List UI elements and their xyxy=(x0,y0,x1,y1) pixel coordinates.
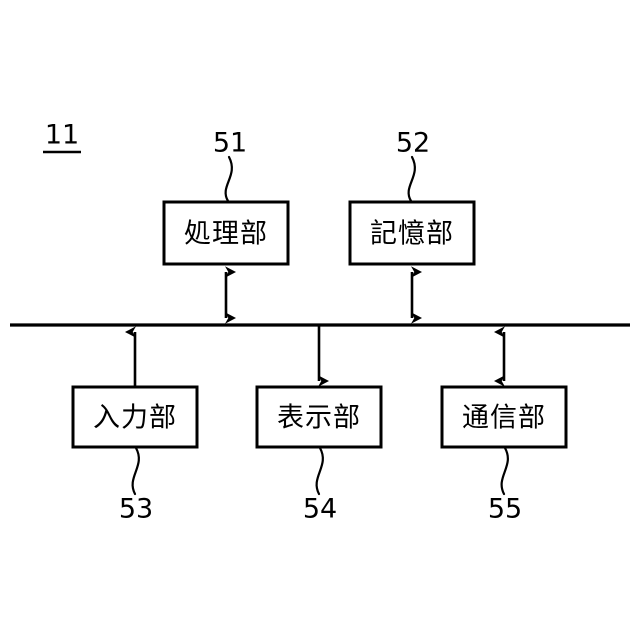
communication-unit-reference-number: 55 xyxy=(488,494,522,525)
block-display-unit[interactable]: 表示部 xyxy=(255,385,383,449)
processing-unit-reference-number: 51 xyxy=(213,128,247,159)
input-unit-label: 入力部 xyxy=(93,403,177,434)
display-unit-box[interactable] xyxy=(255,385,383,449)
block-processing-unit[interactable]: 処理部 xyxy=(162,200,290,266)
device-reference-number: 11 xyxy=(45,120,79,151)
communication-unit-label: 通信部 xyxy=(462,403,546,434)
device-reference-group: 11 xyxy=(43,120,81,154)
memory-unit-leader-line xyxy=(407,155,416,203)
input-unit-box[interactable] xyxy=(71,385,199,449)
display-unit-reference-number: 54 xyxy=(303,494,337,525)
processing-unit-label: 処理部 xyxy=(184,219,268,250)
memory-unit-label: 記憶部 xyxy=(370,219,454,250)
block-memory-unit[interactable]: 記憶部 xyxy=(348,200,476,266)
communication-unit-leader-line xyxy=(500,446,509,496)
input-unit-reference-number: 53 xyxy=(119,494,153,525)
memory-unit-box[interactable] xyxy=(348,200,476,266)
display-unit-leader-line xyxy=(315,446,324,496)
block-communication-unit[interactable]: 通信部 xyxy=(440,385,568,449)
processing-unit-box[interactable] xyxy=(162,200,290,266)
input-unit-leader-line xyxy=(131,446,140,496)
block-input-unit[interactable]: 入力部 xyxy=(71,385,199,449)
memory-unit-reference-number: 52 xyxy=(396,128,430,159)
processing-unit-leader-line xyxy=(224,155,233,203)
communication-unit-box[interactable] xyxy=(440,385,568,449)
display-unit-label: 表示部 xyxy=(277,403,361,434)
